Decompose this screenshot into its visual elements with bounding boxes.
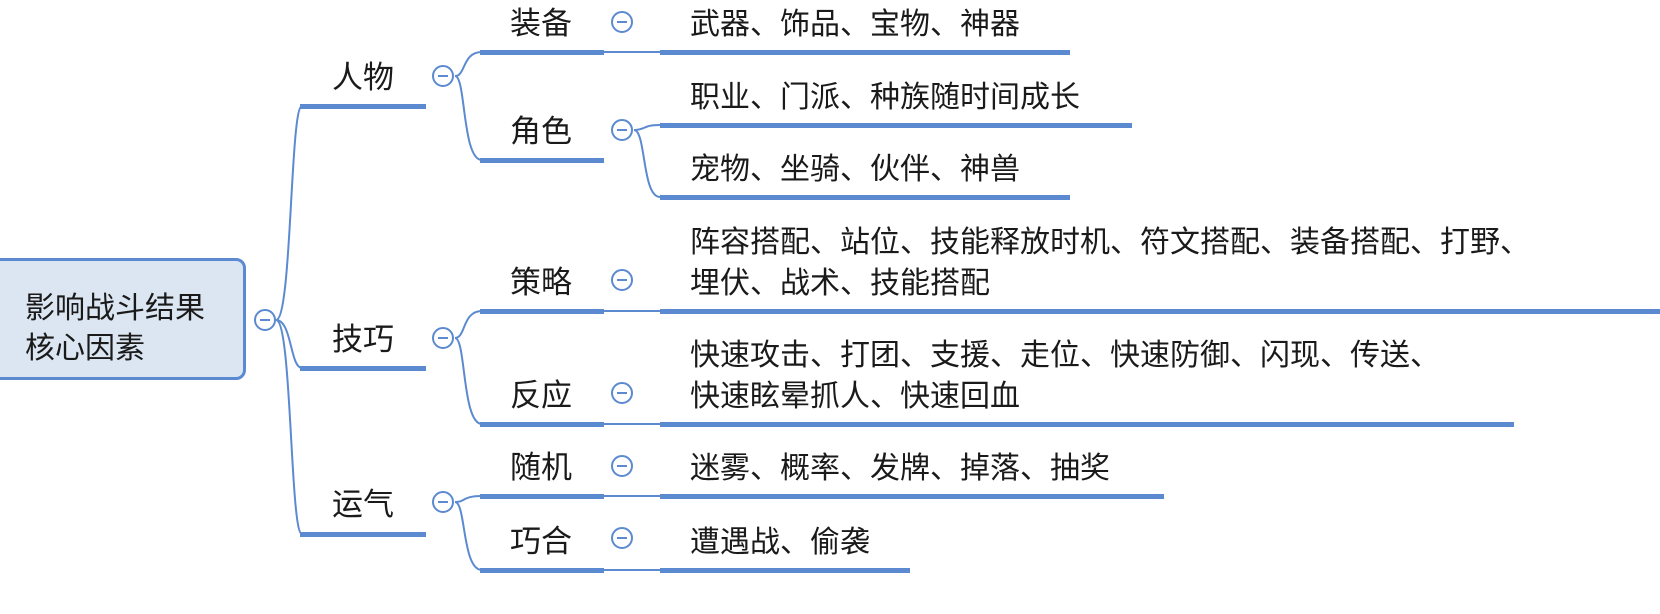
leaf-celue-line1: 阵容搭配、站位、技能释放时机、符文搭配、装备搭配、打野、 <box>690 225 1530 260</box>
bar-leaf-fanying <box>660 422 1514 427</box>
connector-root-jiqiao <box>275 319 303 369</box>
node-renwu[interactable]: 人物 <box>332 60 394 96</box>
collapse-root-icon[interactable] <box>254 309 276 331</box>
bar-renwu <box>300 104 426 109</box>
bar-suiji <box>480 494 604 499</box>
connector-jiqiao-fanying <box>454 337 483 425</box>
collapse-qiaohe-icon[interactable] <box>611 527 633 549</box>
node-jiqiao[interactable]: 技巧 <box>332 322 394 358</box>
root-title-line2: 核心因素 <box>25 331 145 366</box>
root-node[interactable]: 影响战斗结果 核心因素 <box>0 258 246 380</box>
collapse-zhuangbei-icon[interactable] <box>611 11 633 33</box>
bar-leaf-suiji <box>660 494 1164 499</box>
node-zhuangbei[interactable]: 装备 <box>510 6 572 42</box>
bar-leaf-juese-2 <box>660 195 1070 200</box>
collapse-renwu-icon[interactable] <box>432 65 454 87</box>
leaf-qiaohe-line1: 遭遇战、偷袭 <box>690 525 870 560</box>
leaf-suiji-line1: 迷雾、概率、发牌、掉落、抽奖 <box>690 451 1110 486</box>
bar-fanying <box>480 422 604 427</box>
bar-jiqiao <box>300 366 426 371</box>
collapse-fanying-icon[interactable] <box>611 382 633 404</box>
connector-root-yunqi <box>275 319 303 535</box>
connector-juese-leaf1 <box>633 124 661 131</box>
leaf-celue-line2: 埋伏、战术、技能搭配 <box>690 266 990 301</box>
leaf-fanying-line1: 快速攻击、打团、支援、走位、快速防御、闪现、传送、 <box>690 338 1440 373</box>
node-qiaohe[interactable]: 巧合 <box>510 524 572 560</box>
bar-juese <box>480 158 604 163</box>
bar-yunqi <box>300 532 426 537</box>
leaf-qiaohe[interactable]: 遭遇战、偷袭 <box>690 522 870 563</box>
node-fanying[interactable]: 反应 <box>510 378 572 414</box>
connector-jiqiao-celue <box>454 310 483 339</box>
collapse-juese-icon[interactable] <box>611 119 633 141</box>
connector-root-renwu <box>275 105 303 321</box>
leaf-juese-2[interactable]: 宠物、坐骑、伙伴、神兽 <box>690 149 1020 190</box>
root-title-line1: 影响战斗结果 <box>25 291 205 326</box>
bar-leaf-celue <box>660 309 1660 314</box>
connector-yunqi-suiji <box>454 495 483 503</box>
connector-renwu-zhuangbei <box>454 51 483 77</box>
leaf-suiji[interactable]: 迷雾、概率、发牌、掉落、抽奖 <box>690 448 1110 489</box>
leaf-juese-1-line1: 职业、门派、种族随时间成长 <box>690 80 1080 115</box>
leaf-celue[interactable]: 阵容搭配、站位、技能释放时机、符文搭配、装备搭配、打野、 埋伏、战术、技能搭配 <box>690 222 1530 304</box>
bar-qiaohe <box>480 568 604 573</box>
bar-leaf-qiaohe <box>660 568 910 573</box>
connector-renwu-juese <box>454 75 483 161</box>
leaf-zhuangbei[interactable]: 武器、饰品、宝物、神器 <box>690 4 1020 45</box>
leaf-fanying[interactable]: 快速攻击、打团、支援、走位、快速防御、闪现、传送、 快速眩晕抓人、快速回血 <box>690 335 1440 417</box>
leaf-juese-1[interactable]: 职业、门派、种族随时间成长 <box>690 77 1080 118</box>
bar-zhuangbei <box>480 50 604 55</box>
node-yunqi[interactable]: 运气 <box>332 487 394 523</box>
collapse-jiqiao-icon[interactable] <box>432 327 454 349</box>
node-suiji[interactable]: 随机 <box>510 450 572 486</box>
collapse-yunqi-icon[interactable] <box>432 491 454 513</box>
node-juese[interactable]: 角色 <box>510 114 572 150</box>
connector-yunqi-qiaohe <box>454 501 483 571</box>
bar-celue <box>480 309 604 314</box>
bar-leaf-zhuangbei <box>660 50 1070 55</box>
node-celue[interactable]: 策略 <box>510 265 572 301</box>
connector-juese-leaf2 <box>633 129 661 198</box>
leaf-zhuangbei-line1: 武器、饰品、宝物、神器 <box>690 7 1020 42</box>
leaf-juese-2-line1: 宠物、坐骑、伙伴、神兽 <box>690 152 1020 187</box>
collapse-celue-icon[interactable] <box>611 269 633 291</box>
bar-leaf-juese-1 <box>660 123 1132 128</box>
leaf-fanying-line2: 快速眩晕抓人、快速回血 <box>690 379 1020 414</box>
collapse-suiji-icon[interactable] <box>611 455 633 477</box>
